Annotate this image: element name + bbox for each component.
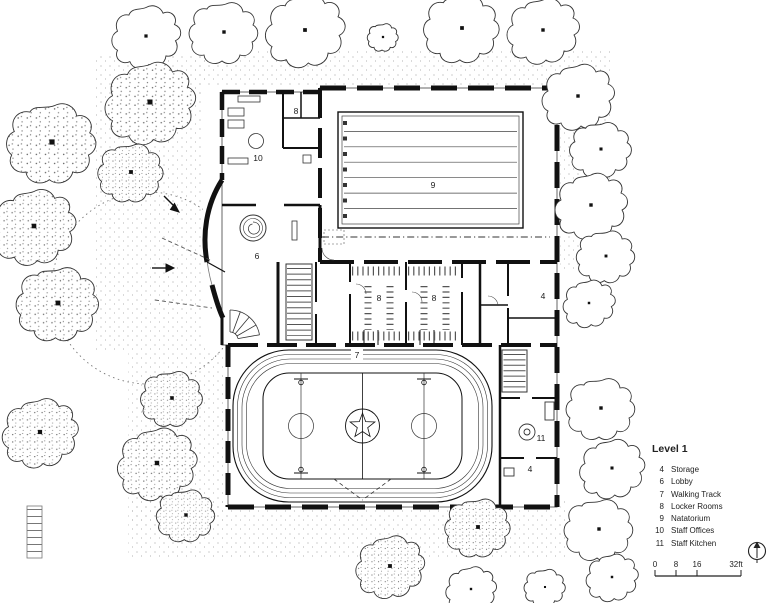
room-label-locker-a: 8 — [377, 293, 382, 303]
tree — [0, 188, 77, 266]
tree — [445, 566, 497, 603]
lockers — [352, 266, 460, 341]
legend-label: Lobby — [671, 477, 693, 487]
tree — [569, 122, 632, 178]
building-walls — [202, 85, 560, 510]
legend-item-staff-kitchen: 11 Staff Kitchen — [652, 538, 777, 550]
legend-item-natatorium: 9 Natatorium — [652, 513, 777, 525]
natatorium-pool — [322, 111, 550, 245]
legend-label: Staff Offices — [671, 526, 715, 536]
office-furniture — [227, 95, 312, 165]
door-swings — [321, 247, 499, 307]
basketball-hoops — [294, 378, 431, 474]
legend-label: Storage — [671, 465, 700, 474]
tree — [575, 230, 636, 284]
pool-lane-lines — [344, 131, 517, 209]
north-arrow-icon — [747, 541, 767, 563]
basketball-court — [262, 372, 463, 501]
legend-label: Walking Track — [671, 489, 721, 499]
room-label-lobby: 6 — [255, 251, 260, 261]
stair-right-wing — [501, 349, 528, 393]
room-label-storage-bottom: 4 — [528, 464, 533, 474]
tree — [423, 0, 500, 64]
pool-starting-blocks — [343, 121, 347, 218]
tree — [506, 0, 581, 65]
scale-tick-16: 16 — [693, 560, 702, 569]
entry-door-leaf — [206, 261, 226, 273]
kitchen-fixtures — [503, 401, 555, 477]
tree — [5, 103, 97, 184]
scale-tick-8: 8 — [674, 560, 679, 569]
legend-label: Staff Kitchen — [671, 538, 717, 548]
room-label-locker-b: 8 — [432, 293, 437, 303]
legend-num: 8 — [659, 501, 664, 511]
legend-num: 7 — [659, 489, 664, 499]
tree — [444, 498, 511, 558]
entry-path-dashed — [154, 237, 213, 309]
legend-num: 10 — [655, 526, 664, 536]
pool-equipment — [323, 229, 345, 245]
legend: Level 1 4 Storage 6 Lobby 7 Walking Trac… — [652, 443, 777, 550]
room-label-storage-right: 4 — [541, 291, 546, 301]
room-label-staff-offices: 10 — [253, 153, 263, 163]
spiral-stair — [229, 309, 260, 339]
tree — [140, 371, 203, 427]
tree — [585, 553, 639, 603]
legend-item-storage: 4 Storage — [652, 464, 777, 476]
curtain-dashed — [333, 478, 392, 501]
legend-num: 6 — [659, 477, 664, 487]
legend-title: Level 1 — [652, 443, 688, 455]
room-label-natatorium: 9 — [431, 180, 436, 190]
tree — [367, 23, 399, 52]
tree — [355, 535, 426, 600]
tree — [264, 0, 346, 69]
legend-item-walking-track: 7 Walking Track — [652, 489, 777, 501]
tree — [97, 143, 164, 203]
scale-tick-0: 0 — [653, 560, 658, 569]
tree — [188, 2, 259, 64]
label-halo — [351, 349, 363, 360]
tree — [1, 398, 79, 469]
tree — [104, 61, 197, 146]
tree — [523, 569, 566, 603]
tree — [579, 438, 646, 500]
lobby-bench — [291, 220, 298, 241]
tree — [111, 5, 182, 70]
curved-entry-wall — [202, 178, 225, 263]
site-steps — [26, 505, 43, 559]
tree — [562, 279, 616, 329]
tree — [541, 63, 616, 131]
tree — [155, 489, 216, 543]
tree — [15, 267, 100, 342]
legend-item-staff-offices: 10 Staff Offices — [652, 525, 777, 537]
legend-label: Locker Rooms — [671, 501, 723, 511]
scale-tick-32: 32ft — [729, 560, 743, 569]
legend-item-lobby: 6 Lobby — [652, 476, 777, 488]
tree — [554, 172, 629, 240]
legend-label: Natatorium — [671, 514, 711, 524]
center-star — [349, 411, 376, 438]
legend-item-locker-rooms: 8 Locker Rooms — [652, 501, 777, 513]
room-label-walking-track: 7 — [355, 350, 360, 360]
site-trees — [0, 0, 646, 603]
legend-num: 11 — [655, 538, 664, 548]
tree — [116, 427, 198, 502]
legend-num: 9 — [659, 514, 664, 524]
tree — [565, 378, 636, 440]
room-label-staff-kitchen: 11 — [537, 433, 546, 443]
legend-num: 4 — [659, 465, 664, 474]
stair-middle — [285, 263, 313, 341]
entrance-arrows — [152, 195, 180, 273]
room-label-locker-top: 8 — [294, 106, 299, 116]
tree — [563, 499, 634, 561]
scale-bar: 0 8 16 32ft — [653, 560, 743, 577]
lobby-planter — [239, 214, 267, 242]
